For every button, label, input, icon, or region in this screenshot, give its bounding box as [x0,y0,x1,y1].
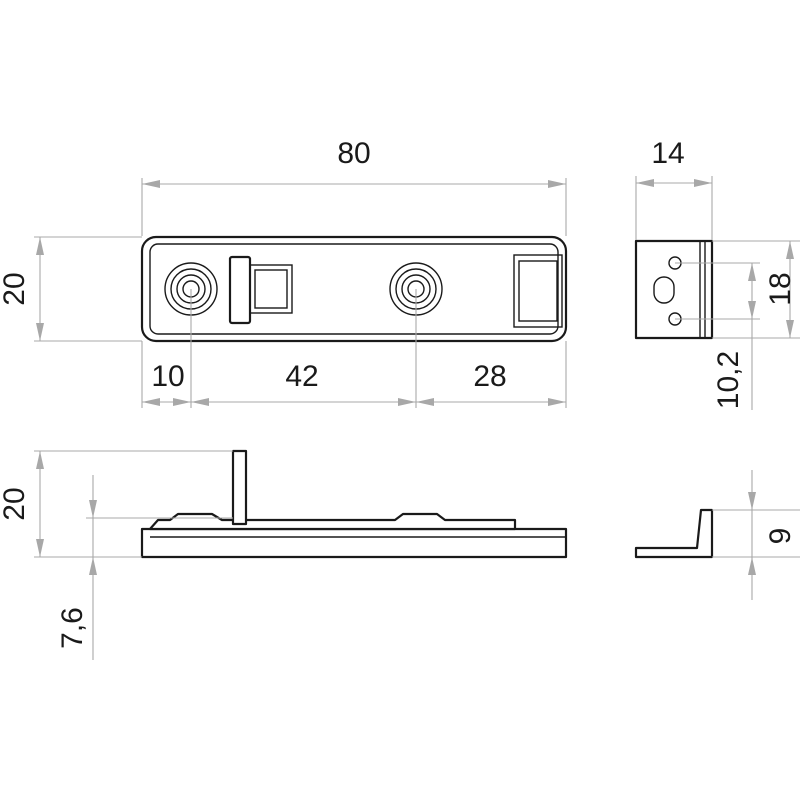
dimension-end-length-label: 28 [473,360,506,393]
dimension-side-height-label: 20 [0,487,31,520]
profile-view-bracket [634,508,714,559]
top-view [140,235,568,343]
top-view-end-block-inner [518,260,558,322]
side-view-base [140,527,568,559]
dimension-hole-offset-label: 10 [151,360,184,393]
dimension-overall-length-label: 80 [337,137,370,170]
dimension-end-height: 18 [712,240,800,339]
dimension-end-hole-distance: 10,2 [675,262,760,410]
dimension-side-base-offset-label: 7,6 [56,607,89,649]
dimension-profile-height: 9 [712,470,800,600]
dimension-end-hole-distance-label: 10,2 [712,351,745,409]
dimension-top-height: 20 [0,236,142,342]
latch-slider [228,255,293,325]
dimension-hole-positions: 10 42 28 [141,289,567,408]
top-view-body-inner-outline [149,243,559,335]
end-view-slot [653,276,675,304]
side-view-latch-post [231,449,248,526]
side-view-top-profile [148,512,517,531]
profile-view [634,508,714,559]
side-view [140,449,568,559]
dimension-end-height-label: 18 [764,272,797,305]
top-view-end-block [513,254,563,328]
end-view [634,239,714,340]
dimension-hole-spacing-label: 42 [285,360,318,393]
dimension-end-width: 14 [635,137,713,240]
dimension-side-base-offset: 7,6 [56,475,233,660]
dimension-profile-height-label: 9 [764,528,797,545]
dimension-overall-length: 80 [141,137,567,236]
dimension-top-height-label: 20 [0,272,31,305]
dimension-side-height: 20 [0,450,233,558]
dimension-end-width-label: 14 [651,137,684,170]
